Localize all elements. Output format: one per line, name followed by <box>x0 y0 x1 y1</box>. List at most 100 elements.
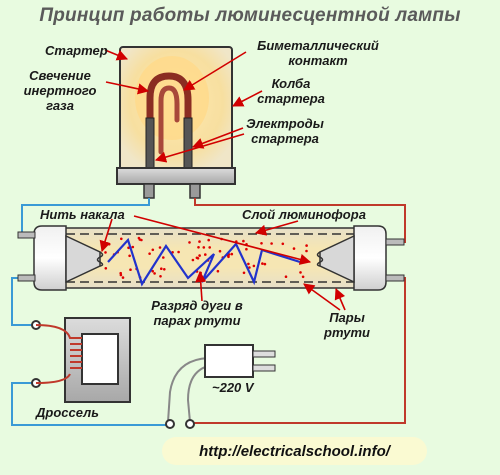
mercury-dot <box>270 242 273 245</box>
mercury-dot <box>305 244 308 247</box>
label-arc-line-2: парах ртути <box>153 313 241 328</box>
arrow-starter <box>104 49 129 61</box>
pointer-arrows <box>99 49 346 311</box>
mercury-dot <box>195 256 199 260</box>
mercury-dot <box>163 268 166 271</box>
label-starter: Стартер <box>45 43 108 58</box>
arrow-phosphor <box>254 220 299 236</box>
cap-pin-right-top <box>385 238 405 246</box>
mercury-dot <box>227 255 230 259</box>
bimetallic-contact <box>146 72 192 156</box>
filament-right <box>316 251 324 267</box>
label-bulb-line-1: Колба <box>271 76 311 91</box>
arrow-arc <box>195 270 207 302</box>
starter-electrode-left <box>145 117 155 169</box>
arrow-mercury-1 <box>303 283 341 311</box>
cap-pin-right-bottom <box>385 274 405 282</box>
label-bulb-line-2: стартера <box>257 91 325 106</box>
mercury-dot <box>104 267 108 270</box>
label-voltage: ~220 V <box>212 380 254 395</box>
plug-pin-bottom <box>252 364 276 372</box>
mercury-dot <box>151 269 154 273</box>
mercury-dot <box>177 250 180 254</box>
end-cap-right <box>353 225 387 291</box>
filament-left <box>96 251 104 267</box>
mercury-dot <box>301 275 305 279</box>
label-mercury-line-2: ртути <box>324 325 370 340</box>
mercury-dot <box>230 252 234 256</box>
label-choke: Дроссель <box>36 405 99 420</box>
label-bimetal-line-2: контакт <box>288 53 348 68</box>
mercury-dot <box>242 271 246 275</box>
mercury-dot <box>247 262 250 266</box>
mercury-dot <box>188 241 191 244</box>
arrow-electrode-2 <box>154 133 245 163</box>
plug-pin-top <box>252 350 276 358</box>
starter-base <box>116 167 236 185</box>
arrow-filament-1 <box>99 218 113 253</box>
mercury-dot <box>158 246 162 249</box>
wire-blue-choke-out <box>11 382 168 426</box>
starter-pin-right <box>189 183 201 199</box>
label-glow-line-2: инертного <box>23 83 97 98</box>
mercury-dot <box>305 249 308 253</box>
mercury-dot <box>252 264 256 268</box>
mercury-dot <box>159 275 162 278</box>
label-mercury: Пары ртути <box>322 310 372 340</box>
label-electrodes-line-2: стартера <box>251 131 319 146</box>
mercury-dot <box>216 269 220 273</box>
cap-pin-left-top <box>17 231 36 239</box>
mercury-dot <box>137 236 141 240</box>
label-bulb: Колба стартера <box>256 76 326 106</box>
arrow-electrode-1 <box>191 127 244 149</box>
label-glow-line-3: газа <box>46 98 74 113</box>
label-glow: Свечение инертного газа <box>20 68 100 113</box>
label-bimetal: Биметаллический контакт <box>248 38 388 68</box>
source-url: http://electricalschool.info/ <box>162 437 427 465</box>
label-filament: Нить накала <box>40 207 125 222</box>
label-phosphor: Слой люминофора <box>242 207 366 222</box>
mercury-dot <box>207 238 210 242</box>
mercury-dot <box>299 271 302 274</box>
mercury-dot <box>261 262 264 265</box>
mercury-dot <box>128 254 131 258</box>
mercury-dot <box>284 275 288 279</box>
mercury-dot <box>151 248 155 252</box>
terminal-3 <box>165 419 175 429</box>
mercury-dot <box>263 262 267 266</box>
choke-winding <box>35 324 82 384</box>
label-electrodes: Электроды стартера <box>240 116 330 146</box>
mercury-dot <box>107 242 111 246</box>
cap-pin-left-bottom <box>17 274 36 282</box>
label-glow-line-1: Свечение <box>29 68 91 83</box>
mercury-dot <box>197 246 200 249</box>
label-arc-line-1: Разряд дуги в <box>151 298 243 313</box>
bimetallic-contact-inner <box>158 85 180 155</box>
diagram-title: Принцип работы люминесцентной лампы <box>39 5 461 26</box>
mercury-dot <box>148 252 151 255</box>
mercury-dot <box>162 256 165 259</box>
mercury-dot <box>104 251 107 254</box>
mercury-dot <box>292 247 296 250</box>
mercury-dot <box>245 247 248 251</box>
mercury-dot <box>198 240 201 243</box>
mercury-dot <box>218 249 222 253</box>
mercury-dot <box>153 272 156 275</box>
arrow-filament-2 <box>133 215 312 265</box>
mains-plug <box>204 344 276 378</box>
mercury-dot <box>208 246 211 249</box>
arrow-mercury-2 <box>334 287 346 311</box>
mercury-dot <box>119 273 123 277</box>
label-arc: Разряд дуги в парах ртути <box>142 298 252 328</box>
label-mercury-line-1: Пары <box>329 310 365 325</box>
choke <box>35 317 131 403</box>
label-bimetal-line-1: Биметаллический <box>257 38 379 53</box>
wire-blue-choke <box>11 277 35 326</box>
mercury-dot <box>202 246 206 249</box>
mercury-dot <box>204 253 207 256</box>
label-electrodes-line-1: Электроды <box>246 116 324 131</box>
mercury-dot <box>120 237 123 241</box>
mercury-dot <box>281 242 285 246</box>
